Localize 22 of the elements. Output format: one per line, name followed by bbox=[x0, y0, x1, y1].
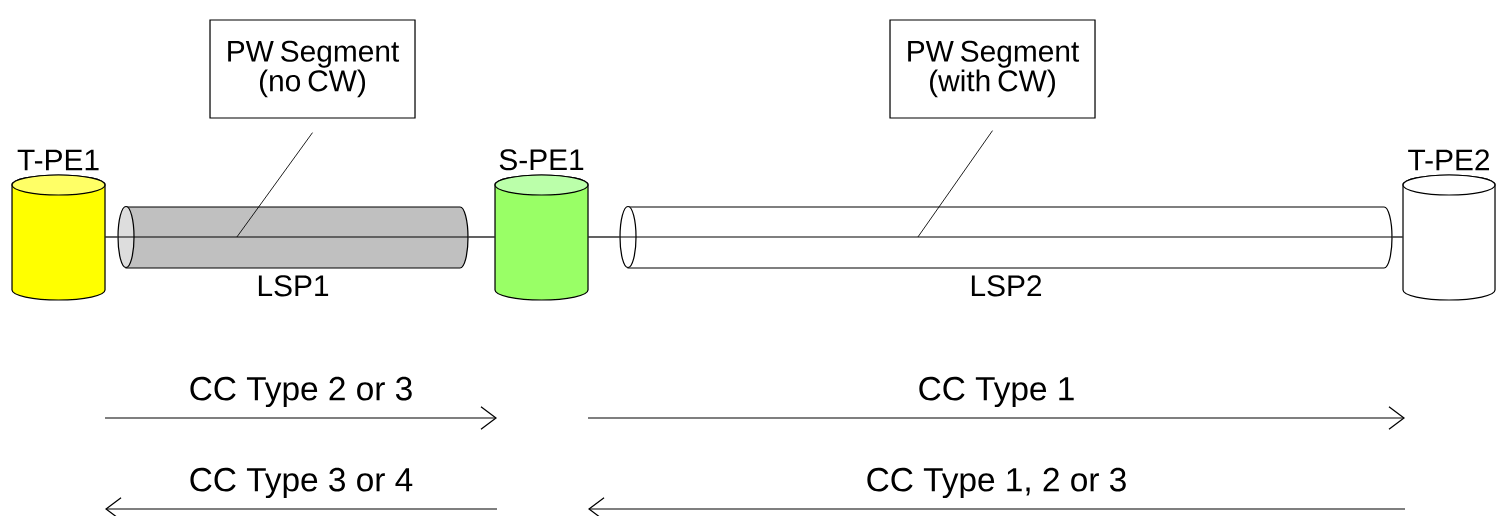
node-label: T-PE1 bbox=[17, 149, 99, 171]
leader-line bbox=[917, 130, 993, 238]
tunnel-tube: LSP1 bbox=[117, 205, 469, 297]
node-label: LSP1 bbox=[258, 275, 329, 297]
arrow-label: CC Type 1 bbox=[919, 376, 1074, 408]
arrow-label: CC Type 3 or 4 bbox=[190, 467, 413, 499]
node-label: T-PE2 bbox=[1408, 149, 1490, 171]
node-label: LSP2 bbox=[971, 275, 1042, 297]
pseudowire-line bbox=[1391, 236, 1404, 238]
tunnel-tube: LSP2 bbox=[619, 205, 1393, 297]
callout-box: PW Segment (no CW) bbox=[209, 19, 416, 119]
pseudowire-line bbox=[587, 236, 621, 238]
arrow-label: CC Type 1, 2 or 3 bbox=[867, 467, 1126, 499]
pseudowire-line bbox=[104, 236, 119, 238]
pseudowire-line bbox=[467, 236, 496, 238]
callout-box: PW Segment (with CW) bbox=[889, 19, 1096, 119]
router-cylinder: S-PE1 bbox=[494, 149, 589, 301]
node-label: S-PE1 bbox=[499, 149, 584, 171]
leader-line bbox=[236, 132, 313, 238]
router-cylinder: T-PE2 bbox=[1402, 149, 1496, 301]
arrow-label: CC Type 2 or 3 bbox=[190, 376, 412, 408]
router-cylinder: T-PE1 bbox=[11, 149, 106, 301]
